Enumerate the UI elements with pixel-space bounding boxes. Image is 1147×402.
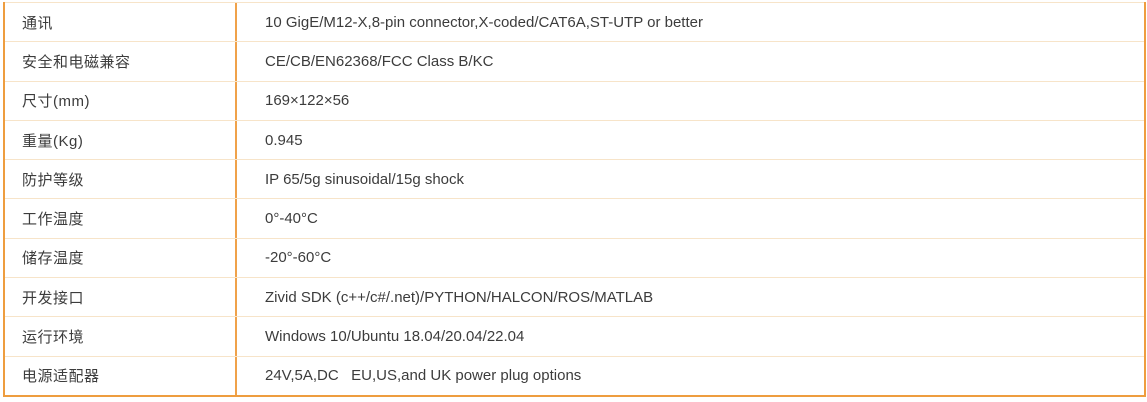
table-row-operating-environment: 运行环境 Windows 10/Ubuntu 18.04/20.04/22.04 [5,316,1144,356]
spec-value: 24V,5A,DC EU,US,and UK power plug option… [265,367,582,385]
spec-value: -20°-60°C [265,249,332,267]
specification-table: 通讯 10 GigE/M12-X,8-pin connector,X-coded… [3,2,1146,397]
spec-value: Windows 10/Ubuntu 18.04/20.04/22.04 [265,328,525,346]
table-row-operating-temperature: 工作温度 0°-40°C [5,198,1144,238]
spec-label: 开发接口 [5,278,237,317]
spec-value: 10 GigE/M12-X,8-pin connector,X-coded/CA… [265,13,703,31]
table-row-protection-rating: 防护等级 IP 65/5g sinusoidal/15g shock [5,159,1144,199]
spec-label: 尺寸(mm) [5,81,237,120]
table-row-safety-emc: 安全和电磁兼容 CE/CB/EN62368/FCC Class B/KC [5,41,1144,81]
table-row-storage-temperature: 储存温度 -20°-60°C [5,237,1144,278]
spec-label: 重量(Kg) [5,120,237,160]
spec-label: 安全和电磁兼容 [5,42,237,81]
table-row-dimensions: 尺寸(mm) 169×122×56 [5,80,1144,120]
spec-label: 运行环境 [5,317,237,356]
table-row-power-adapter: 电源适配器 24V,5A,DC EU,US,and UK power plug … [5,355,1144,395]
spec-label: 防护等级 [5,160,237,199]
spec-value: 0.945 [265,131,303,149]
spec-value: 169×122×56 [265,92,350,110]
table-row-weight: 重量(Kg) 0.945 [5,119,1144,160]
table-row-communication: 通讯 10 GigE/M12-X,8-pin connector,X-coded… [5,2,1144,42]
table-row-development-interface: 开发接口 Zivid SDK (c++/c#/.net)/PYTHON/HALC… [5,277,1144,317]
spec-label: 通讯 [5,3,237,42]
spec-label: 电源适配器 [5,356,237,395]
spec-value: IP 65/5g sinusoidal/15g shock [265,170,465,188]
spec-value: Zivid SDK (c++/c#/.net)/PYTHON/HALCON/RO… [265,288,654,306]
spec-label: 工作温度 [5,199,237,238]
spec-value: CE/CB/EN62368/FCC Class B/KC [265,52,494,70]
spec-label: 储存温度 [5,238,237,278]
spec-value: 0°-40°C [265,210,318,228]
